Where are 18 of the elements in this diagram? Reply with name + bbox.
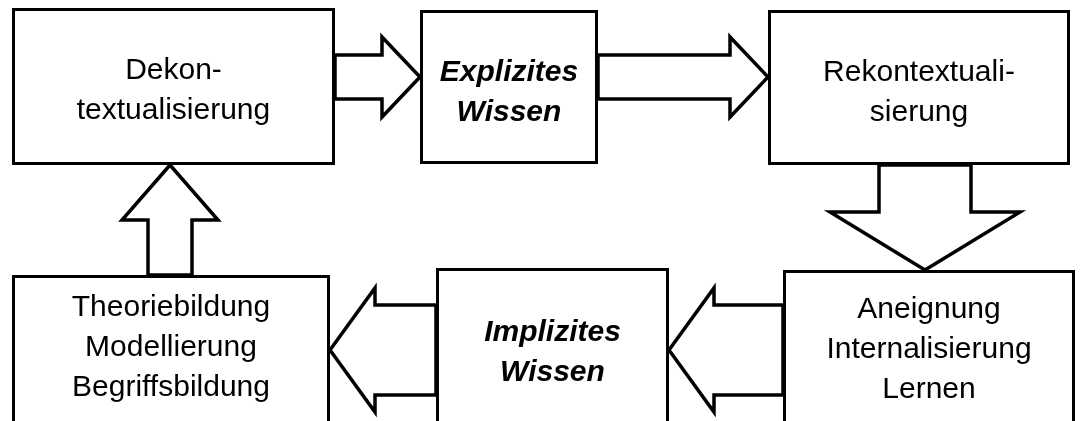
process-box	[12, 275, 330, 421]
block-arrow	[327, 282, 438, 418]
process-box	[12, 8, 335, 165]
block-arrow	[666, 282, 785, 418]
process-box	[783, 270, 1075, 421]
block-arrow	[823, 163, 1027, 273]
block-arrow	[333, 32, 423, 122]
box-label: Implizites Wissen	[483, 313, 622, 389]
process-box	[768, 10, 1070, 165]
block-arrow	[118, 162, 222, 277]
process-box	[436, 268, 669, 421]
box-label: Aneignung Internalisierung Lernen	[825, 290, 1033, 406]
box-label: Explizites Wissen	[438, 53, 580, 129]
box-label: Dekon- textualisierung	[75, 51, 272, 127]
box-label: Theoriebildung Modellierung Begriffsbildung	[70, 288, 272, 404]
process-box	[420, 10, 598, 164]
block-arrow	[596, 32, 771, 122]
box-label: Rekontextuali- sierung	[822, 53, 1016, 129]
